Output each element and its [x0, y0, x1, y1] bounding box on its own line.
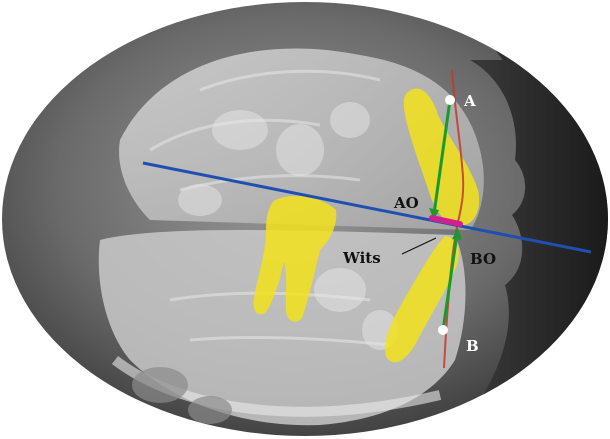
point-b-marker: [438, 325, 448, 335]
point-a-marker: [445, 95, 455, 105]
label-bo: BO: [470, 250, 496, 268]
label-wits: Wits: [342, 249, 381, 267]
label-a: A: [463, 92, 476, 110]
label-ao: AO: [393, 194, 419, 212]
label-b: B: [466, 337, 479, 355]
